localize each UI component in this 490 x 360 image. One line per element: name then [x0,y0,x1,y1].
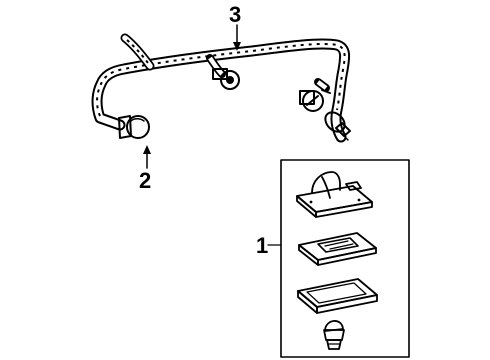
lamp-assembly-box [267,159,410,358]
wedge-bulb [323,320,345,350]
loose-bulb [324,111,351,141]
lamp-housing [296,171,373,218]
center-socket [212,68,240,90]
harness-callout: 3 [229,2,241,27]
left-bulb-socket [118,115,150,139]
lamp-assembly-callout: 1 [256,233,268,258]
callout-2-leader [143,145,151,169]
lens-plate [298,232,377,266]
bulb-callout: 2 [139,168,151,193]
gasket [297,278,378,314]
right-socket [299,89,331,112]
wiring-harness [91,33,351,143]
callout-3-leader [233,24,241,51]
